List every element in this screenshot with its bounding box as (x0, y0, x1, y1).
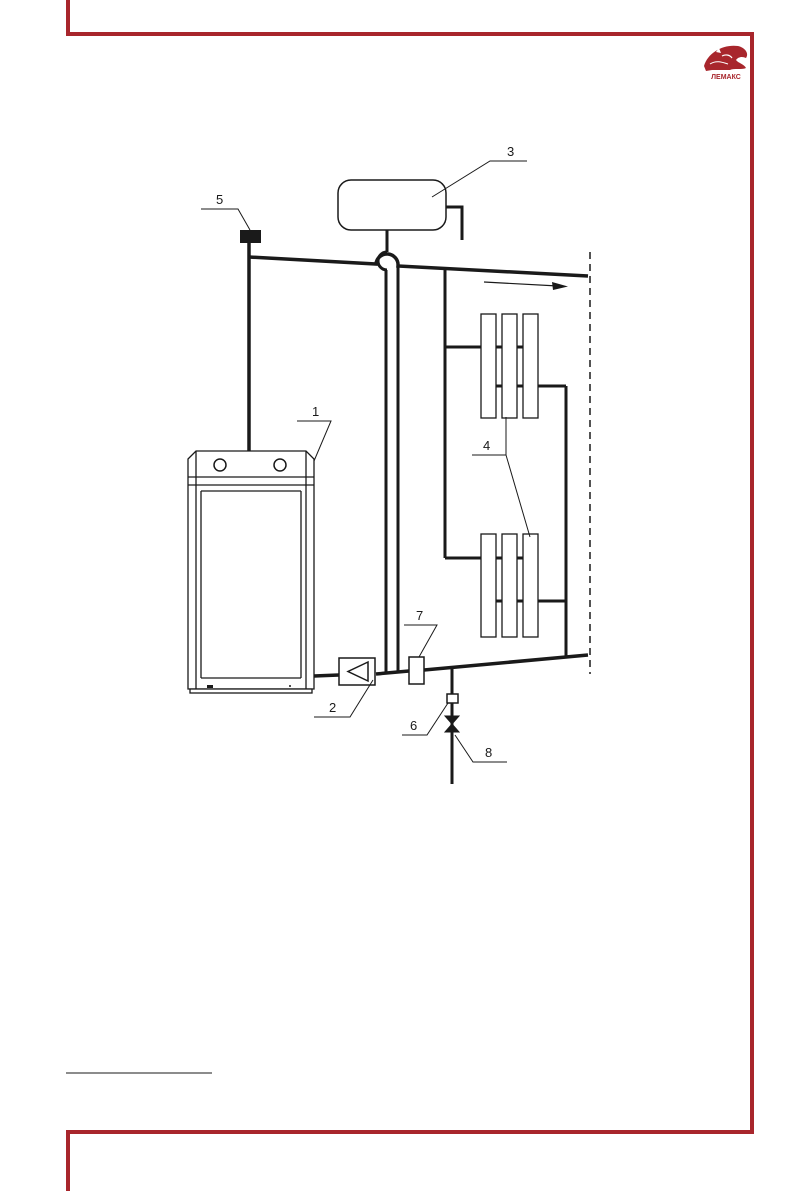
filter (409, 657, 424, 684)
callout-3: 3 (507, 144, 514, 159)
page-frame (68, 0, 752, 1191)
leader-8 (455, 735, 507, 762)
leader-6 (402, 703, 448, 735)
radiator-upper (481, 314, 538, 418)
frame-top-border (68, 0, 752, 1134)
leader-5 (201, 209, 250, 230)
expansion-tank (338, 180, 446, 230)
boiler (188, 451, 314, 693)
radiator-lower (481, 534, 538, 637)
heating-diagram (188, 180, 590, 784)
circulation-pump (339, 658, 375, 685)
flow-arrow-line (484, 282, 558, 286)
leader-7 (404, 625, 437, 657)
air-vent (240, 230, 261, 243)
callout-7: 7 (416, 608, 423, 623)
flow-arrow-head (552, 282, 568, 290)
callout-2: 2 (329, 700, 336, 715)
brand-name: ЛЕМАКС (711, 74, 741, 81)
drain-valve (445, 716, 459, 732)
callout-8: 8 (485, 745, 492, 760)
supply-main-pipe (249, 254, 588, 276)
horse-head-icon (704, 46, 747, 71)
boiler-return-port (274, 459, 286, 471)
callout-1: 1 (312, 404, 319, 419)
callout-5: 5 (216, 192, 223, 207)
callout-4: 4 (483, 438, 490, 453)
boiler-supply-port (214, 459, 226, 471)
tank-overflow-pipe (446, 207, 462, 240)
leader-4 (472, 417, 530, 537)
drain-fitting (447, 694, 458, 703)
frame-bottom-border (68, 1132, 752, 1191)
callout-6: 6 (410, 718, 417, 733)
brand-logo: ЛЕМАКС (704, 46, 747, 81)
